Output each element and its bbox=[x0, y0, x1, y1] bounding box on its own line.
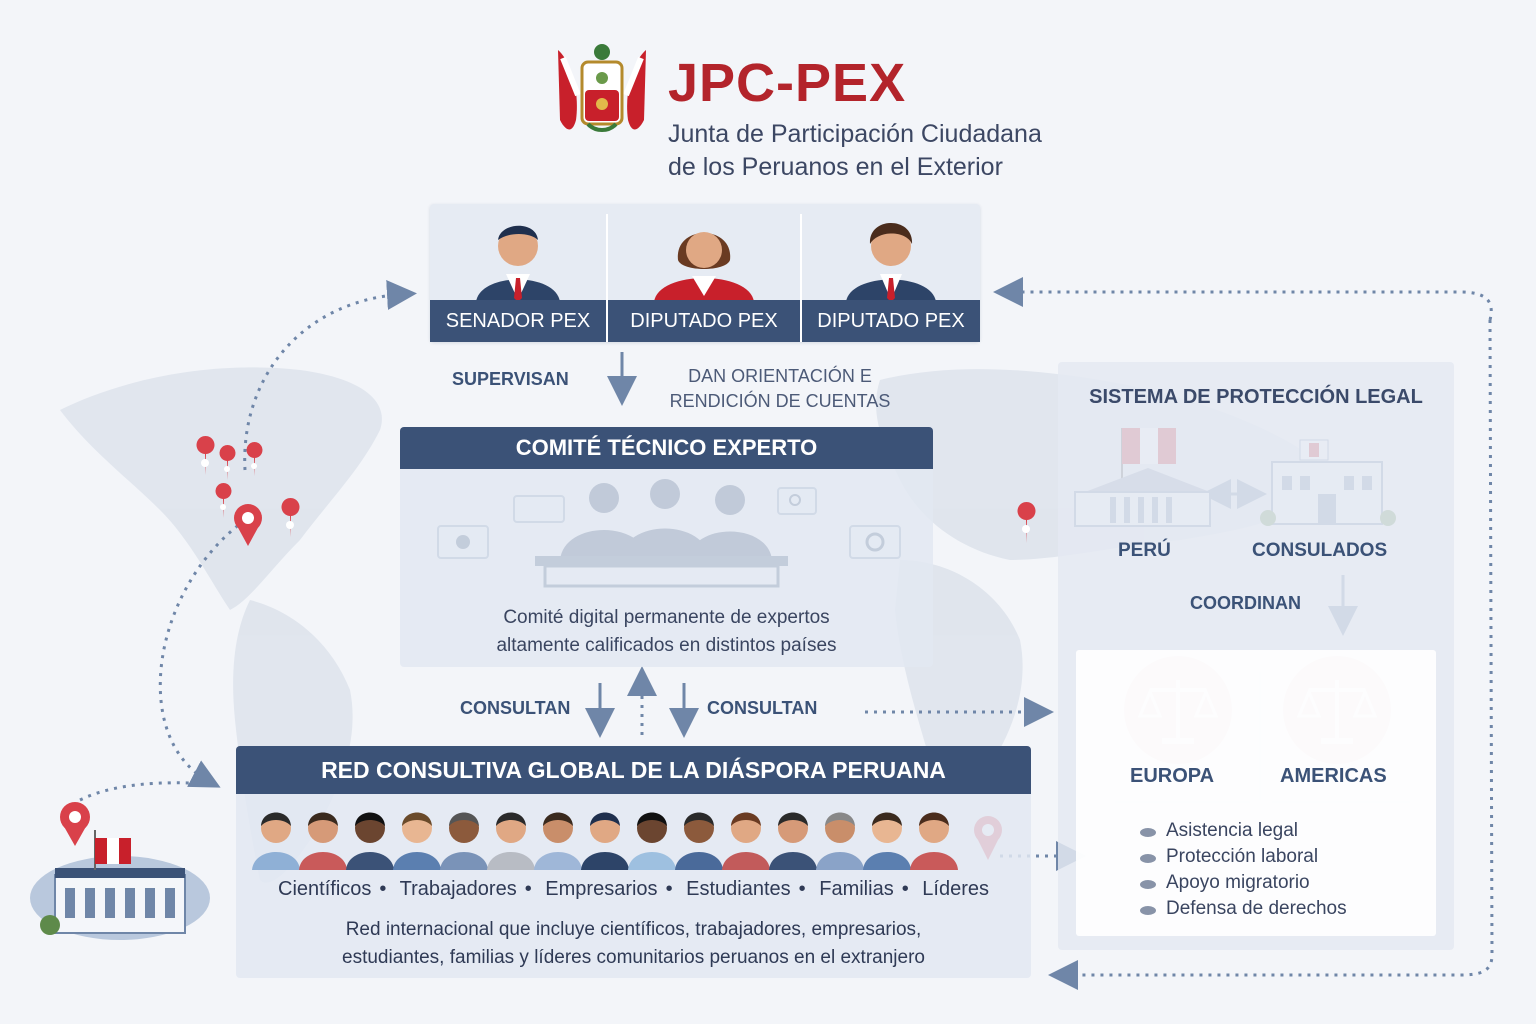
deputy-female-avatar-icon bbox=[654, 232, 754, 302]
person-avatar-icon bbox=[769, 812, 817, 870]
rep-divider bbox=[800, 214, 802, 342]
page-subtitle: Junta de Participación Ciudadana de los … bbox=[668, 118, 1042, 184]
network-description: Red internacional que incluye científico… bbox=[236, 916, 1031, 972]
group-trabajadores: Trabajadores bbox=[399, 878, 517, 900]
group-separator: • bbox=[379, 878, 387, 900]
person-avatar-icon bbox=[675, 812, 723, 870]
label-orientacion-line-2: RENDICIÓN DE CUENTAS bbox=[669, 391, 891, 411]
rep-label-diputado-1: DIPUTADO PEX bbox=[608, 300, 800, 342]
pin-icon bbox=[60, 802, 90, 846]
network-groups: Científicos• Trabajadores• Empresarios• … bbox=[236, 878, 1031, 901]
person-avatar-icon bbox=[346, 812, 394, 870]
flow-connectors bbox=[79, 277, 1494, 990]
network-title: RED CONSULTIVA GLOBAL DE LA DIÁSPORA PER… bbox=[236, 746, 1031, 794]
group-separator: • bbox=[798, 878, 806, 900]
label-peru: PERÚ bbox=[1118, 540, 1171, 561]
representatives-panel: SENADOR PEX DIPUTADO PEX DIPUTADO PEX bbox=[430, 204, 980, 342]
arrow-map-to-reps bbox=[243, 280, 417, 471]
person-avatar-icon bbox=[299, 812, 347, 870]
service-item: Asistencia legal bbox=[1166, 820, 1299, 841]
person-avatar-icon bbox=[581, 812, 629, 870]
person-avatar-icon bbox=[816, 812, 864, 870]
pin-icon bbox=[246, 442, 263, 476]
person-avatar-icon bbox=[722, 812, 770, 870]
page-title: JPC-PEX bbox=[668, 53, 907, 113]
rep-diputado-1: DIPUTADO PEX bbox=[608, 204, 800, 342]
rep-divider bbox=[606, 214, 608, 342]
arrow-legal-to-reps bbox=[993, 277, 1493, 321]
network-desc-line-2: estudiantes, familias y líderes comunita… bbox=[342, 947, 925, 968]
legal-regions-box bbox=[1076, 650, 1436, 936]
group-cientificos: Científicos bbox=[278, 878, 372, 900]
peru-crest-icon bbox=[558, 44, 646, 132]
network-desc-line-1: Red internacional que incluye científico… bbox=[345, 919, 922, 940]
embassy-building-icon bbox=[30, 830, 210, 940]
rep-diputado-2: DIPUTADO PEX bbox=[802, 204, 980, 342]
person-avatar-icon bbox=[393, 812, 441, 870]
person-avatar-icon bbox=[863, 812, 911, 870]
group-familias: Familias bbox=[819, 878, 894, 900]
person-avatar-icon bbox=[534, 812, 582, 870]
label-orientacion-line-1: DAN ORIENTACIÓN E bbox=[688, 366, 872, 386]
service-item: Protección laboral bbox=[1166, 846, 1319, 867]
label-supervisan: SUPERVISAN bbox=[452, 369, 569, 389]
deputy-male-avatar-icon bbox=[846, 223, 936, 302]
person-avatar-icon bbox=[487, 812, 535, 870]
committee-desc-line-2: altamente calificados en distintos paíse… bbox=[496, 635, 837, 656]
pin-icon bbox=[196, 436, 215, 475]
legal-system-title: SISTEMA DE PROTECCIÓN LEGAL bbox=[1089, 386, 1423, 408]
rep-label-senador: SENADOR PEX bbox=[430, 300, 606, 342]
label-consultan-left: CONSULTAN bbox=[460, 698, 571, 718]
label-consulados: CONSULADOS bbox=[1252, 540, 1388, 561]
committee-desc-line-1: Comité digital permanente de expertos bbox=[503, 607, 830, 628]
pin-icon bbox=[219, 445, 236, 480]
group-estudiantes: Estudiantes bbox=[686, 878, 791, 900]
person-avatar-icon bbox=[628, 812, 676, 870]
committee-title: COMITÉ TÉCNICO EXPERTO bbox=[400, 427, 933, 469]
region-europa: EUROPA bbox=[1130, 765, 1215, 787]
service-item: Defensa de derechos bbox=[1166, 898, 1347, 919]
group-lideres: Líderes bbox=[922, 878, 989, 900]
subtitle-line-2: de los Peruanos en el Exterior bbox=[668, 153, 1003, 181]
group-separator: • bbox=[524, 878, 532, 900]
label-consultan-right: CONSULTAN bbox=[707, 698, 818, 718]
person-avatar-icon bbox=[910, 812, 958, 870]
bullet-icon bbox=[1140, 880, 1156, 889]
arrow-embassy-to-network bbox=[79, 781, 211, 802]
bullet-icon bbox=[1140, 828, 1156, 837]
region-americas: AMERICAS bbox=[1280, 765, 1387, 787]
pin-icon bbox=[234, 504, 262, 546]
subtitle-line-1: Junta de Participación Ciudadana bbox=[668, 120, 1042, 148]
diaspora-people-row bbox=[252, 812, 958, 870]
service-item: Apoyo migratorio bbox=[1166, 872, 1310, 893]
rep-label-diputado-2: DIPUTADO PEX bbox=[802, 300, 980, 342]
label-orientacion: DAN ORIENTACIÓN E RENDICIÓN DE CUENTAS bbox=[660, 364, 900, 414]
person-avatar-icon bbox=[440, 812, 488, 870]
group-empresarios: Empresarios bbox=[545, 878, 658, 900]
pin-icon bbox=[1017, 502, 1036, 543]
senator-avatar-icon bbox=[476, 225, 560, 302]
bullet-icon bbox=[1140, 906, 1156, 915]
arrow-map-to-network bbox=[158, 518, 246, 788]
person-avatar-icon bbox=[252, 812, 300, 870]
label-coordinan: COORDINAN bbox=[1190, 593, 1301, 613]
group-separator: • bbox=[901, 878, 909, 900]
pin-icon bbox=[215, 483, 232, 518]
committee-description: Comité digital permanente de expertos al… bbox=[400, 604, 933, 660]
pin-icon bbox=[281, 498, 300, 537]
bullet-icon bbox=[1140, 854, 1156, 863]
group-separator: • bbox=[665, 878, 673, 900]
rep-senador: SENADOR PEX bbox=[430, 204, 606, 342]
